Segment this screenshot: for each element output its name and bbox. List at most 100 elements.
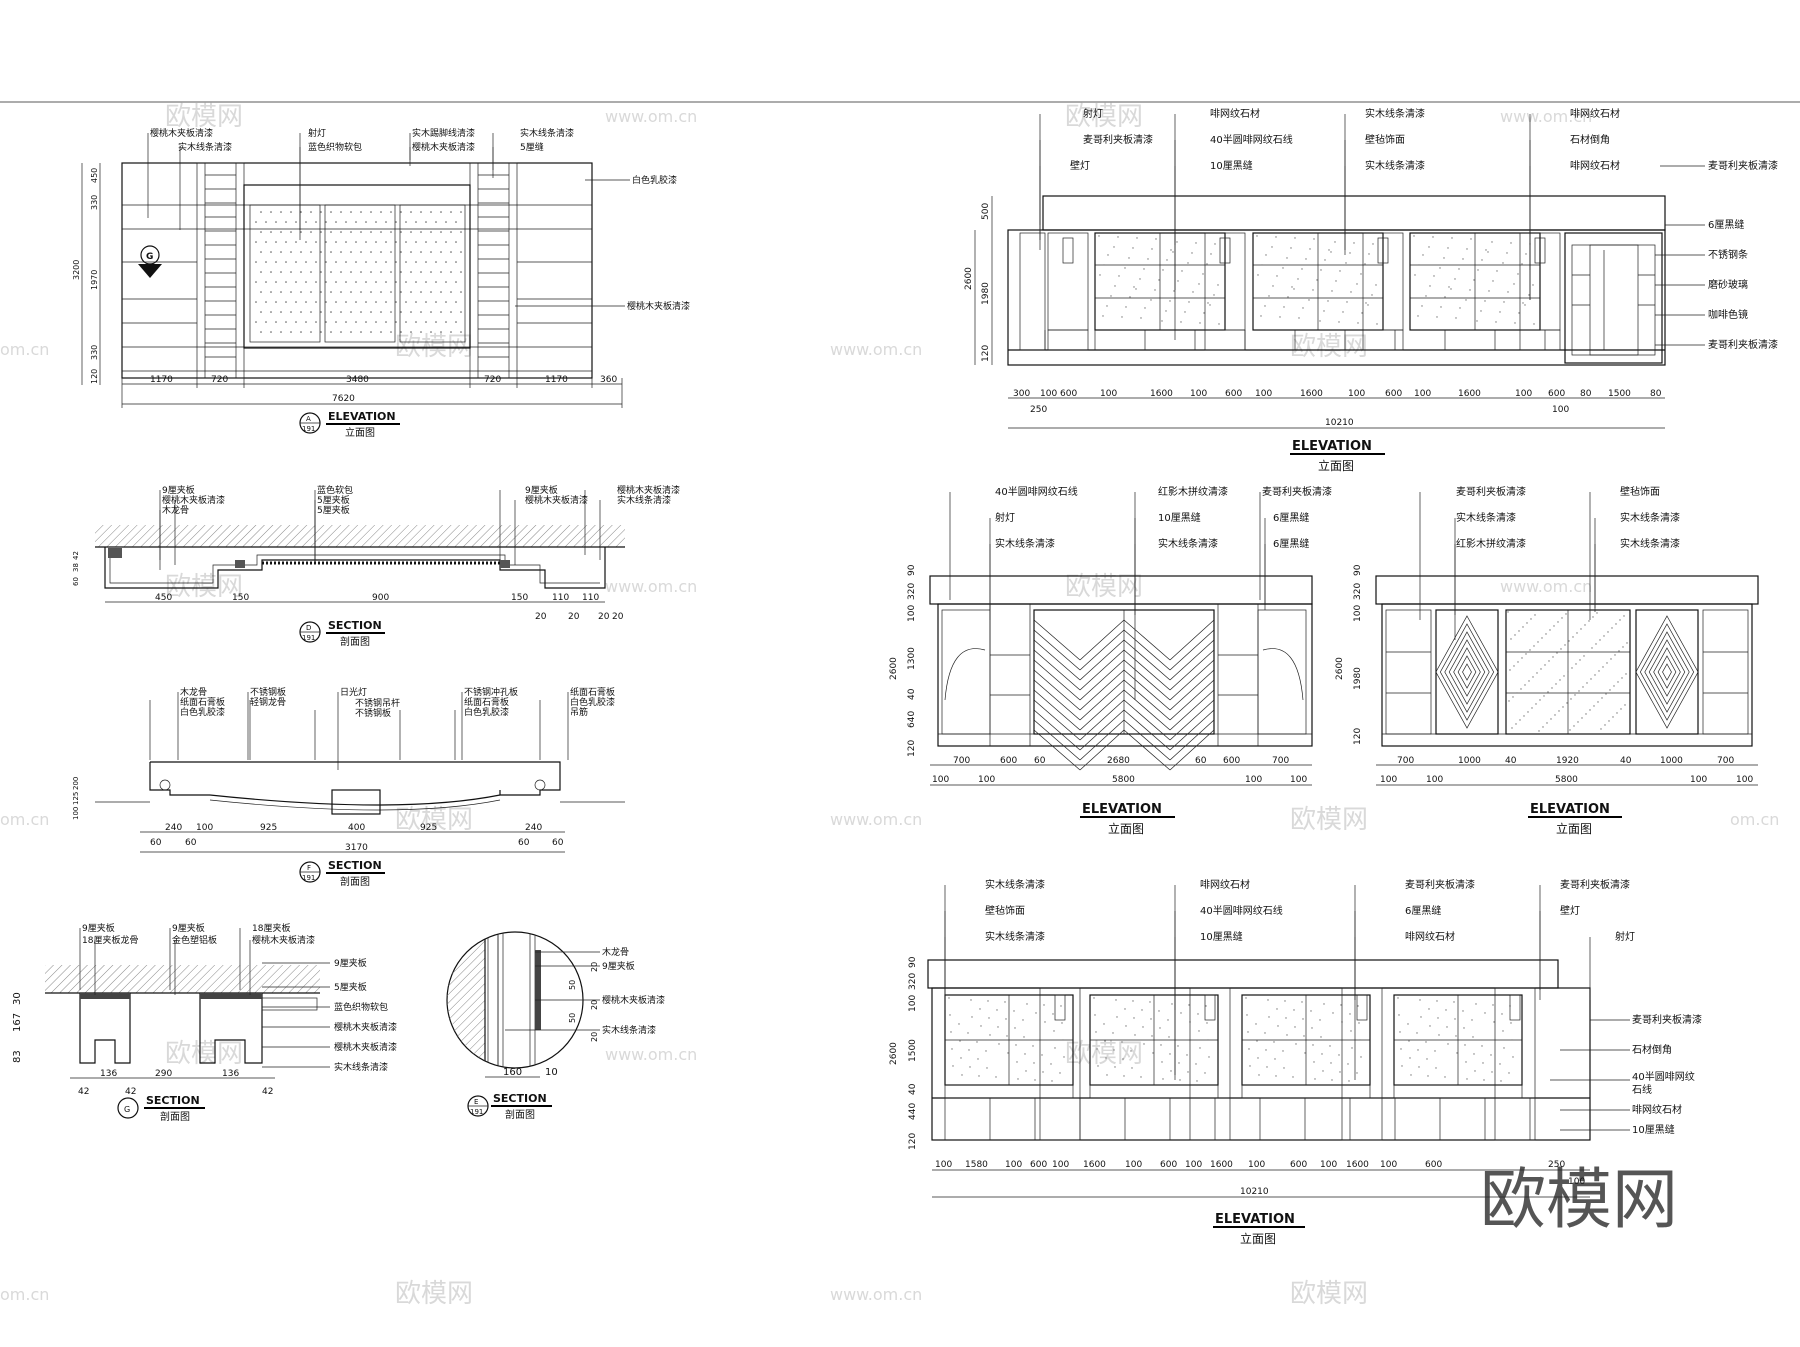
stone-speck	[995, 1076, 997, 1078]
stone-speck	[1181, 270, 1183, 272]
watermark-brand: 欧模网	[1065, 572, 1143, 602]
fabric-dot	[430, 331, 432, 333]
stone-speck	[1512, 696, 1514, 698]
fabric-dot	[390, 271, 392, 273]
stone-speck	[1578, 690, 1580, 692]
fabric-dot	[330, 271, 332, 273]
label: 实木线条清漆	[178, 141, 232, 153]
stone-speck	[1571, 667, 1573, 669]
label: 18厘夹板	[252, 922, 290, 934]
fabric-dot	[260, 291, 262, 293]
stone-speck	[1367, 304, 1369, 306]
fabric-dot	[460, 251, 462, 253]
diamond-inlay	[1635, 615, 1699, 729]
stone-speck	[1445, 1009, 1447, 1011]
veneer-line	[1033, 679, 1081, 721]
dimension-text: 100	[1125, 1160, 1142, 1170]
stone-speck	[1128, 257, 1130, 259]
label: 不锈钢板	[355, 707, 391, 719]
stone-speck	[1480, 310, 1482, 312]
diamond-inlay	[1439, 623, 1495, 721]
stone-speck	[1180, 1012, 1182, 1014]
stone-speck	[1588, 620, 1590, 622]
dimension-text: 1580	[965, 1160, 988, 1170]
stone-speck	[1462, 258, 1464, 260]
stone-speck	[1050, 1063, 1052, 1065]
label: 5厘缝	[520, 141, 544, 153]
fabric-dot	[325, 241, 327, 243]
fabric-dot	[280, 231, 282, 233]
stone-speck	[1033, 1062, 1035, 1064]
stone-speck	[952, 1065, 954, 1067]
dimension-text: 1170	[150, 375, 173, 385]
dimension-text: 240	[525, 823, 542, 833]
stone-speck	[1465, 1061, 1467, 1063]
fabric-dot	[360, 311, 362, 313]
dimension-text: 1980	[1353, 667, 1363, 690]
stone-speck	[1518, 312, 1520, 314]
stone-speck	[1286, 1034, 1288, 1036]
dimension-text: 60	[72, 577, 80, 586]
stone-speck	[1169, 1053, 1171, 1055]
fabric-dot	[280, 331, 282, 333]
fabric-dot	[450, 211, 452, 213]
label: 5厘夹板	[317, 504, 350, 516]
fabric-dot	[305, 281, 307, 283]
dimension-text: 136	[222, 1069, 239, 1079]
stone-speck	[1125, 1025, 1127, 1027]
base-stone	[1204, 329, 1246, 351]
stone-speck	[1400, 1048, 1402, 1050]
fabric-dot	[300, 311, 302, 313]
dimension-text: 100	[1255, 389, 1272, 399]
stone-speck	[1511, 1039, 1513, 1041]
stone-speck	[1121, 1041, 1123, 1043]
fabric-dot	[440, 311, 442, 313]
dimension-text: 1600	[1346, 1160, 1369, 1170]
stone-speck	[1340, 1004, 1342, 1006]
fabric-dot	[380, 251, 382, 253]
stone-speck	[1532, 284, 1534, 286]
drawing-d-section: 9厘夹板 樱桃木夹板清漆 木龙骨 蓝色软包 5厘夹板 5厘夹板 9厘夹板 樱桃木…	[72, 484, 680, 648]
dimension-text: 600	[1030, 1160, 1047, 1170]
stone-speck	[1524, 304, 1526, 306]
dimension-text: 120	[90, 369, 99, 384]
stone-speck	[1465, 299, 1467, 301]
fabric-dot	[330, 331, 332, 333]
stone-speck	[1140, 317, 1142, 319]
stone-speck	[1302, 1018, 1304, 1020]
dimension-text: 60	[150, 838, 162, 848]
veneer-line	[1033, 619, 1081, 661]
label: 樱桃木夹板清漆	[525, 494, 588, 506]
tag-sheet: 191	[470, 1108, 483, 1116]
label: 实木线条清漆	[617, 494, 671, 506]
dimension-total: 10210	[1325, 418, 1354, 428]
veneer-line	[1079, 629, 1125, 671]
label: 18厘夹板龙骨	[82, 934, 138, 946]
fabric-dot	[320, 251, 322, 253]
veneer-line	[1033, 649, 1081, 691]
fabric-dot	[385, 241, 387, 243]
stone-speck	[1268, 1016, 1270, 1018]
veneer-line	[1169, 649, 1215, 691]
stone-speck	[1264, 1032, 1266, 1034]
dimension-text: 1970	[90, 270, 99, 290]
stone-speck	[1094, 1014, 1096, 1016]
label: 麦哥利夹板清漆	[1632, 1013, 1702, 1026]
stone-speck	[1538, 730, 1540, 732]
stone-speck	[1513, 283, 1515, 285]
fabric-dot	[375, 321, 377, 323]
stone-speck	[969, 1066, 971, 1068]
label: 不锈钢条	[1708, 248, 1748, 261]
stone-speck	[1624, 704, 1626, 706]
stone-speck	[1503, 301, 1505, 303]
fabric-dot	[290, 291, 292, 293]
fabric-dot	[270, 291, 272, 293]
stone-speck	[1349, 1013, 1351, 1015]
dimension-text: 600	[1223, 756, 1240, 766]
stone-speck	[1141, 1009, 1143, 1011]
stone-speck	[1267, 999, 1269, 1001]
veneer-line	[1033, 689, 1081, 731]
dimension-text: 600	[1060, 389, 1077, 399]
watermark-url: www.om.cn	[605, 1045, 697, 1064]
wall-lamp	[1204, 994, 1216, 1021]
